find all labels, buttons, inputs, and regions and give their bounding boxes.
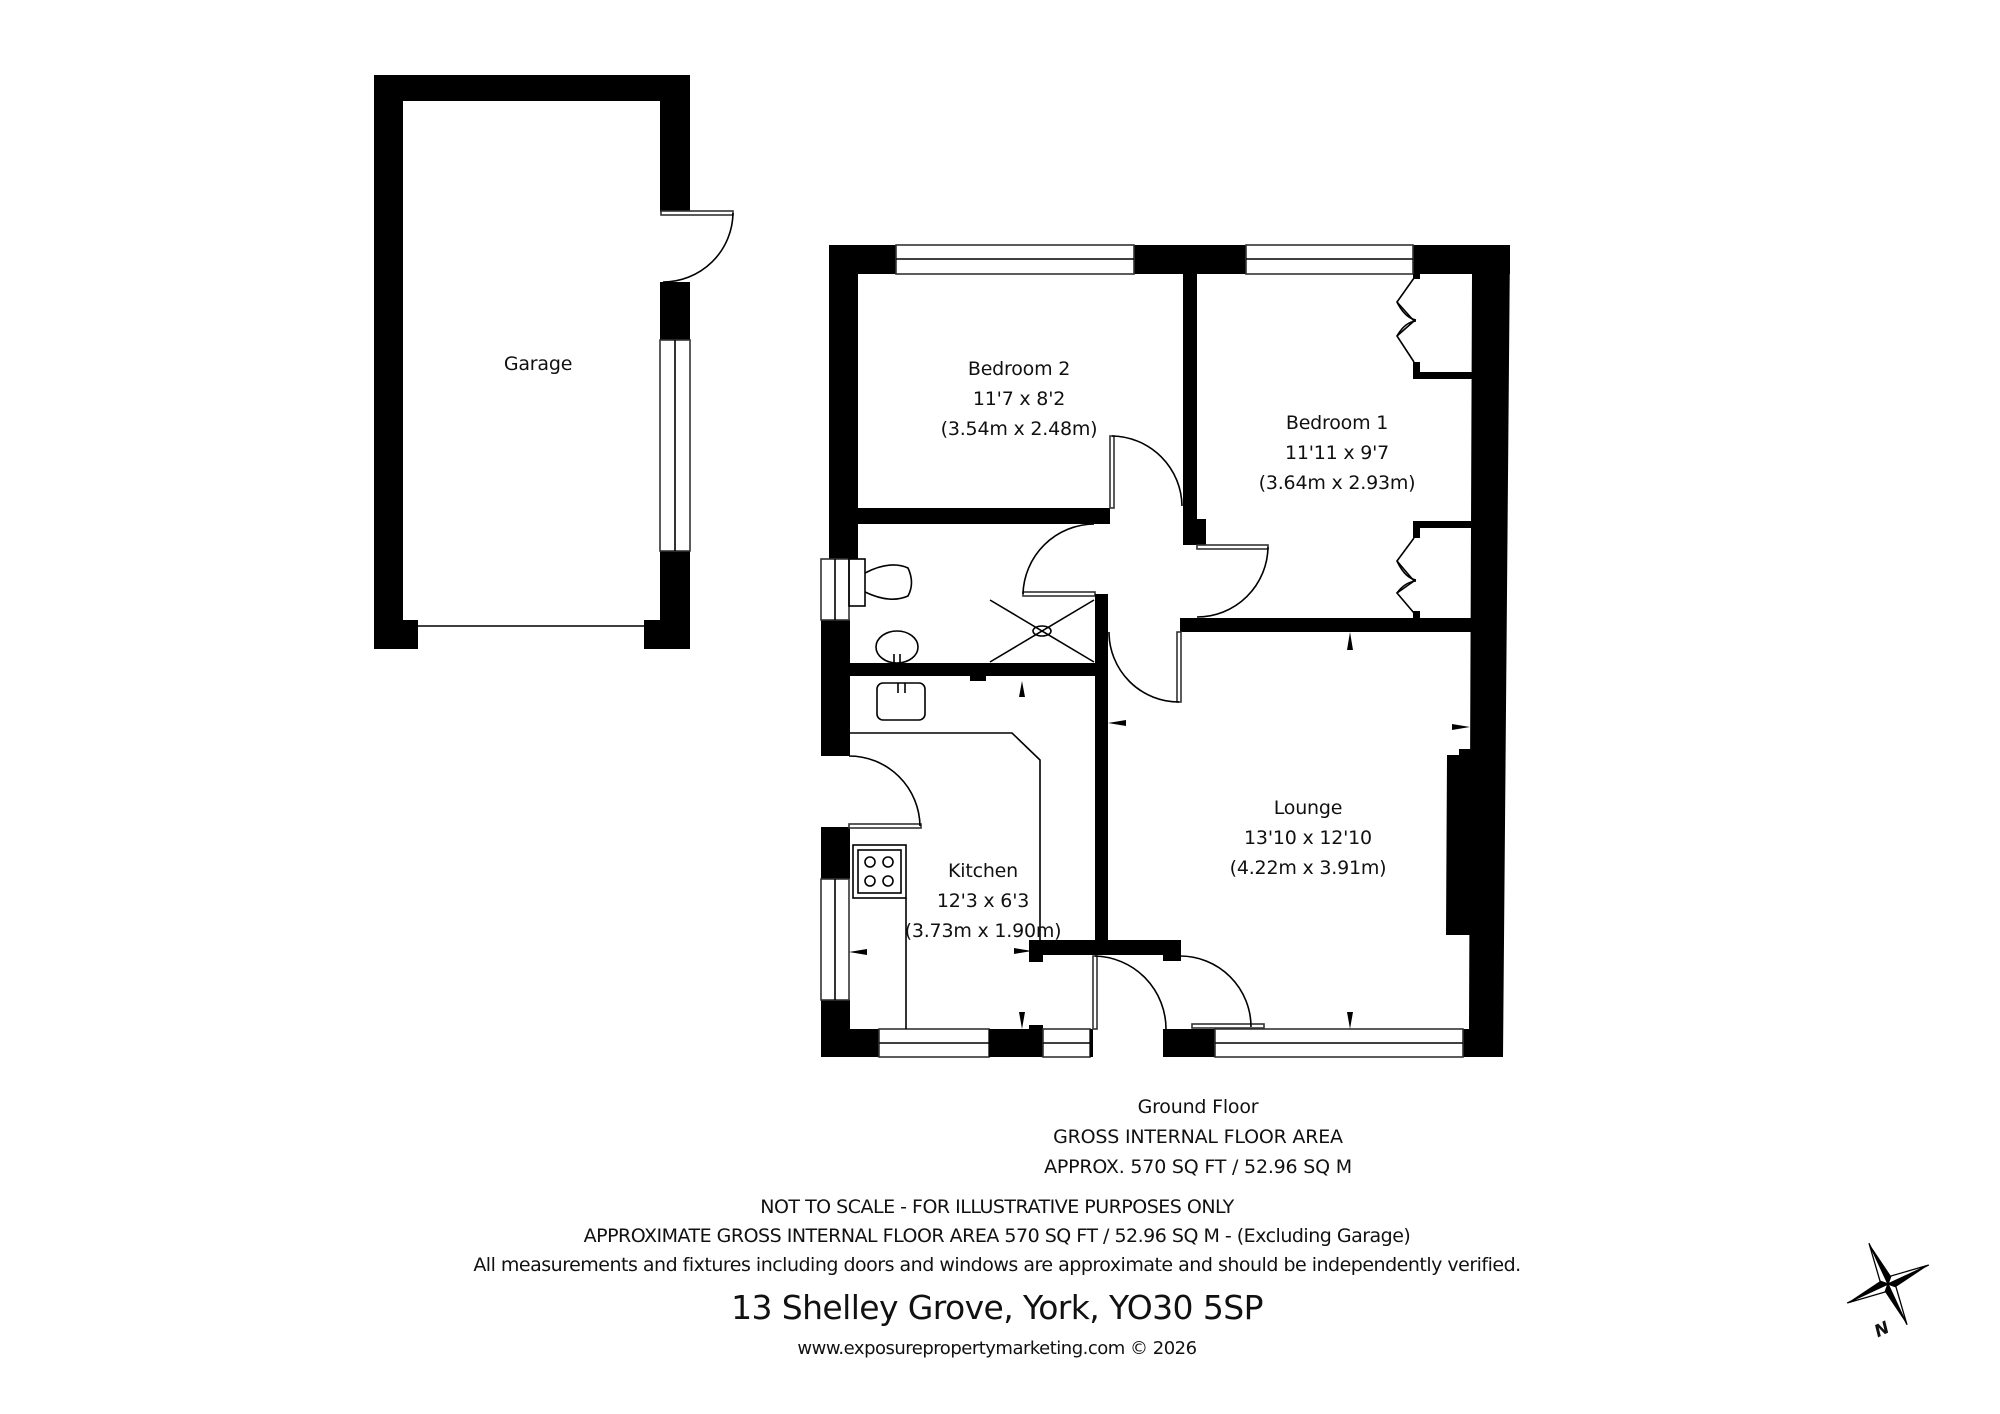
- bedroom-1-wardrobe-lower: [1395, 521, 1472, 619]
- bathroom-door: [1022, 523, 1096, 597]
- room-name: Garage: [503, 353, 573, 375]
- kitchen-side-door: [848, 755, 922, 829]
- kitchen-worktop: [849, 732, 1041, 940]
- bedroom-2-door: [1109, 435, 1183, 509]
- floor-area-block: Ground Floor GROSS INTERNAL FLOOR AREA A…: [1044, 1092, 1352, 1182]
- website-copyright: www.exposurepropertymarketing.com © 2026: [797, 1338, 1197, 1359]
- toilet: [848, 558, 913, 607]
- lounge-hall-door: [1108, 631, 1182, 703]
- shower-tray: [989, 599, 1095, 663]
- room-dims-metric: (3.73m x 1.90m): [904, 920, 1062, 942]
- disclaimer-text: NOT TO SCALE - FOR ILLUSTRATIVE PURPOSES…: [760, 1196, 1234, 1218]
- room-label-bedroom-1: Bedroom 1 11'11 x 9'7 (3.64m x 2.93m): [1259, 408, 1416, 498]
- property-address: 13 Shelley Grove, York, YO30 5SP: [731, 1288, 1263, 1327]
- porch-door: [1092, 955, 1167, 1030]
- lounge-front-door: [1179, 955, 1265, 1029]
- kitchen-sink: [876, 682, 926, 721]
- garage-side-door: [660, 210, 734, 283]
- measurement-note: All measurements and fixtures including …: [473, 1254, 1521, 1276]
- room-dims-metric: (3.64m x 2.93m): [1258, 472, 1416, 494]
- house-structure: [820, 244, 1510, 1058]
- basin: [875, 630, 919, 664]
- room-dims-metric: (3.54m x 2.48m): [940, 418, 1098, 440]
- garage-structure: [374, 75, 734, 649]
- floor-name: Ground Floor: [1137, 1096, 1259, 1118]
- hob: [852, 844, 907, 899]
- room-label-lounge: Lounge 13'10 x 12'10 (4.22m x 3.91m): [1230, 793, 1387, 883]
- floor-area-heading: GROSS INTERNAL FLOOR AREA: [1053, 1126, 1343, 1148]
- room-dims-imperial: 12'3 x 6'3: [936, 890, 1030, 912]
- room-label-bedroom-2: Bedroom 2 11'7 x 8'2 (3.54m x 2.48m): [941, 354, 1098, 444]
- floor-area-value: APPROX. 570 SQ FT / 52.96 SQ M: [1044, 1156, 1352, 1178]
- room-dims-metric: (4.22m x 3.91m): [1229, 857, 1387, 879]
- bedroom-1-wardrobe-upper: [1395, 274, 1472, 379]
- compass-rose-icon: [1846, 1242, 1930, 1326]
- total-area-text: APPROXIMATE GROSS INTERNAL FLOOR AREA 57…: [583, 1225, 1411, 1247]
- bedroom-1-door: [1196, 544, 1269, 618]
- room-dims-imperial: 13'10 x 12'10: [1244, 827, 1372, 849]
- room-dims-imperial: 11'11 x 9'7: [1284, 442, 1390, 464]
- room-label-garage: Garage: [503, 349, 573, 379]
- room-label-kitchen: Kitchen 12'3 x 6'3 (3.73m x 1.90m): [905, 856, 1062, 946]
- room-name: Lounge: [1273, 797, 1343, 819]
- room-dims-imperial: 11'7 x 8'2: [972, 388, 1066, 410]
- room-name: Kitchen: [947, 860, 1018, 882]
- room-name: Bedroom 2: [967, 358, 1071, 380]
- room-name: Bedroom 1: [1285, 412, 1389, 434]
- measurement-arrows: [849, 632, 1470, 1029]
